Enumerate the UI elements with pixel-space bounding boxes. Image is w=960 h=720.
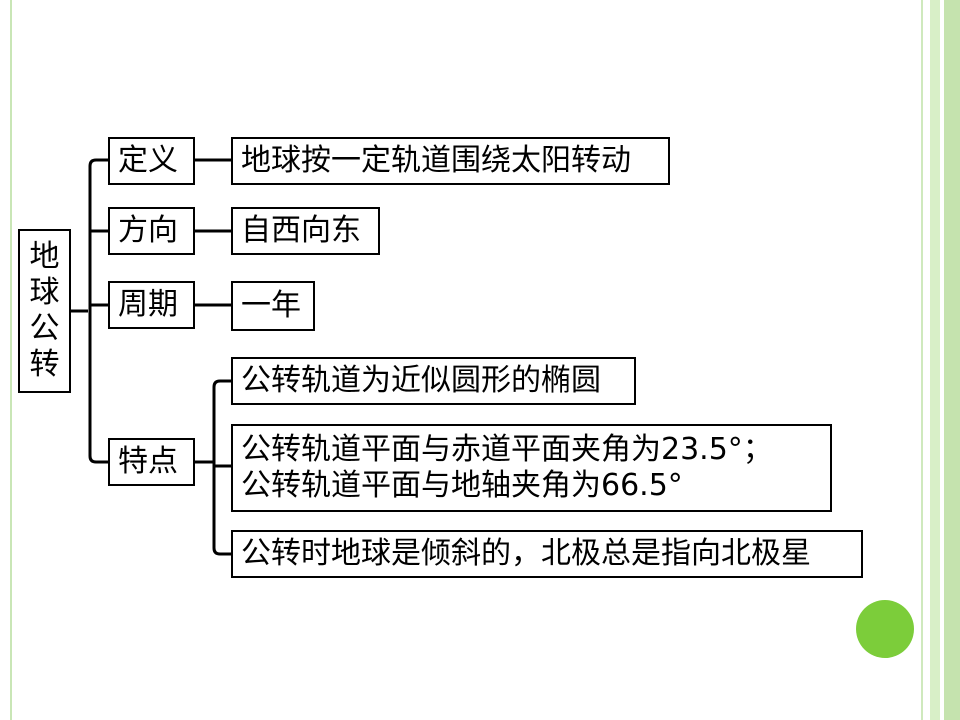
root-char: 球: [29, 275, 60, 310]
detail-dingyi: 地球按一定轨道围绕太阳转动: [231, 137, 670, 185]
frame-right-rule-2: [930, 0, 940, 720]
branch-dingyi: 定义: [108, 137, 195, 185]
detail-fangxiang: 自西向东: [231, 207, 380, 255]
frame-left-rule: [10, 0, 12, 720]
root-char: 公: [29, 311, 60, 346]
decorative-green-circle: [856, 600, 914, 658]
root-char: 转: [29, 347, 60, 382]
branch-zhouqi: 周期: [108, 281, 195, 329]
detail-tedian-angles: 公转轨道平面与赤道平面夹角为23.5°； 公转轨道平面与地轴夹角为66.5°: [231, 424, 832, 512]
root-char: 地: [29, 239, 60, 274]
branch-tedian: 特点: [108, 438, 195, 486]
frame-right-rule-3: [944, 0, 960, 720]
bracket-level1: [88, 158, 108, 464]
detail-zhouqi: 一年: [231, 281, 315, 331]
branch-fangxiang: 方向: [108, 207, 195, 255]
detail-tedian-orbit-shape: 公转轨道为近似圆形的椭圆: [231, 357, 636, 405]
root-node: 地 球 公 转: [18, 229, 71, 393]
frame-right-rule-1: [921, 0, 923, 720]
detail-tedian-tilt: 公转时地球是倾斜的，北极总是指向北极星: [231, 530, 863, 578]
